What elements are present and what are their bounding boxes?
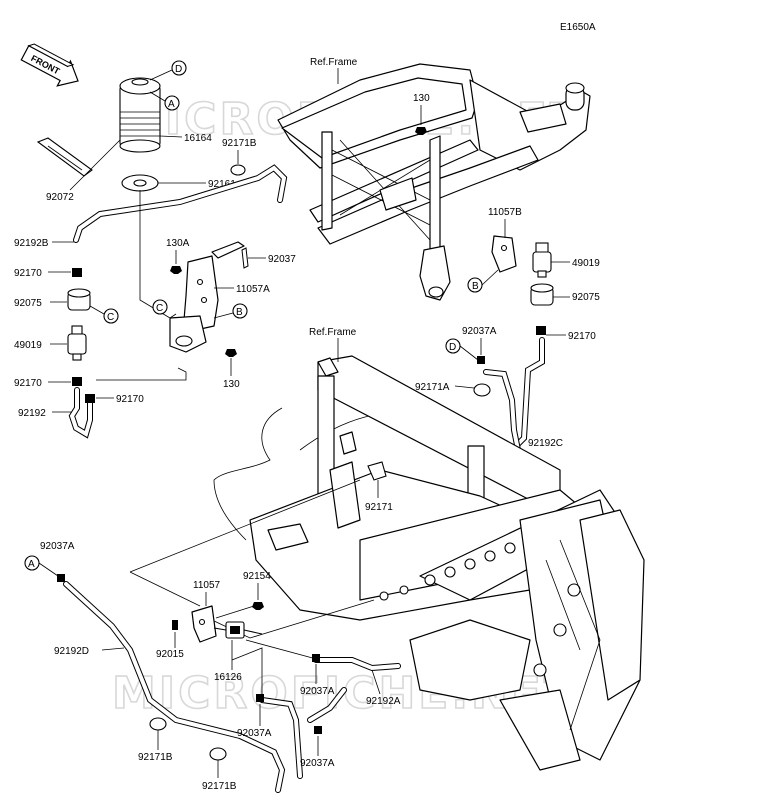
label-16126: 16126 [214,672,242,683]
clip-92037a-b2 [256,694,264,702]
label-11057b: 11057B [488,207,522,218]
callout-c-left [103,308,119,324]
grommet-92075-right [530,283,554,306]
callout-a-top [164,95,180,111]
upper-frame [277,63,591,301]
callout-a-bottom-letter: A [28,559,35,570]
clip-92037 [241,247,249,269]
canister-16164 [119,77,161,153]
callout-c-lower-letter: C [156,303,163,314]
label-49019-right: 49019 [572,258,600,269]
strap-92072 [36,137,93,177]
clip-92037a-b3 [314,726,322,734]
label-92170-a: 92170 [14,268,42,279]
callout-b-right-letter: B [472,281,479,292]
label-92037a-b1: 92037A [300,686,335,697]
clamp-92171b-top [230,164,246,176]
label-92161: 92161 [208,179,236,190]
label-92037a-left: 92037A [40,541,75,552]
clamp-92171a [473,383,491,397]
label-92171: 92171 [365,502,393,513]
label-92037: 92037 [268,254,296,265]
label-92192b: 92192B [14,238,49,249]
bracket-11057 [191,605,217,643]
clamp-92171b-b1 [149,717,167,731]
label-92171b-b2: 92171B [202,781,237,792]
callout-b-lower [232,303,248,319]
clamp-92171b-b2 [209,747,227,761]
grommet-92075-left [67,288,91,311]
label-92170-b: 92170 [14,378,42,389]
valve-16126 [213,621,263,639]
label-92075-left: 92075 [14,298,42,309]
bolt-130-mid [225,349,237,357]
ref-frame-mid-label: Ref.Frame [309,327,357,338]
label-92037a-mid: 92037A [462,326,497,337]
callout-b-lower-letter: B [236,307,243,318]
label-92192c: 92192C [528,438,563,449]
label-92171b-top: 92171B [222,138,257,149]
fuel-filter-49019-left [67,325,87,361]
clamp-92170-c [85,394,95,403]
label-130-top: 130 [413,93,430,104]
clamp-92171 [367,461,387,481]
label-92171a: 92171A [415,382,450,393]
callout-d-top-letter: D [175,64,182,75]
clip-92037a-mid [477,356,485,364]
label-92170-c: 92170 [116,394,144,405]
ref-frame-top-label: Ref.Frame [310,57,358,68]
label-92170-right: 92170 [568,331,596,342]
bolt-130-top [415,105,427,135]
clamp-92170-right [536,326,546,335]
label-92192d: 92192D [54,646,89,657]
label-92192a: 92192A [366,696,401,707]
label-49019-left: 49019 [14,340,42,351]
label-92037a-b3: 92037A [300,758,335,769]
label-11057: 11057 [193,580,221,591]
label-130a: 130A [166,238,190,249]
clamp-92170-b [72,377,82,386]
bracket-11057b [491,235,517,273]
callout-c-lower [152,299,168,315]
label-92015: 92015 [156,649,184,660]
clamp-92170-a [72,268,82,277]
washer-92161 [121,174,159,192]
label-130-mid: 130 [223,379,240,390]
label-92171b-b1: 92171B [138,752,173,763]
clip-92037a-left [57,574,65,582]
callout-a-top-letter: A [168,99,175,110]
clip-92037a-b1 [312,654,320,662]
label-92192: 92192 [18,408,46,419]
fuel-filter-49019-right [532,242,552,278]
bolt-92154 [252,602,264,610]
label-92154: 92154 [243,571,271,582]
label-92075-right: 92075 [572,292,600,303]
callout-d-mid-letter: D [449,342,456,353]
callout-c-left-letter: C [107,312,114,323]
bracket-11057a [169,241,245,353]
bolt-130a [170,266,182,274]
diagram-code: E1650A [560,22,596,33]
front-arrow-icon: FRONT [20,43,79,87]
bolt-92015 [172,620,178,630]
callout-d-top [171,60,187,76]
label-11057a: 11057A [236,284,270,295]
label-92037a-b2: 92037A [237,728,272,739]
lower-frame [213,355,645,771]
hose-92192c [513,337,545,449]
label-92072: 92072 [46,192,74,203]
label-16164: 16164 [184,133,212,144]
